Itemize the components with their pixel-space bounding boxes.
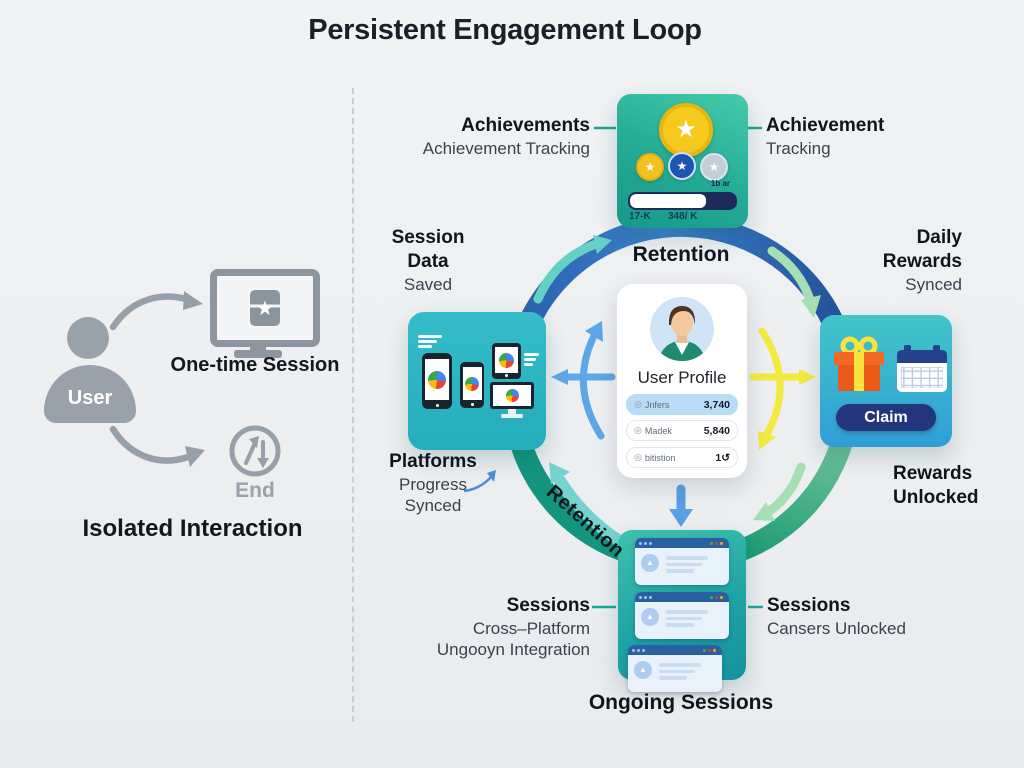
achievements-card: ★ ★ ★ ★ 1b ar 17-K 348/ K (617, 94, 748, 228)
callout-platforms: Platforms Progress Synced (368, 450, 498, 516)
text-line (418, 335, 442, 338)
callout-session-data: Session Data Saved (368, 226, 488, 295)
user-profile-card: User Profile ◎ Jnfers 3,740 ◎ Madek 5,84… (617, 284, 747, 478)
callout-line: Synced (905, 274, 962, 294)
callout-line: Ungooyn Integration (436, 640, 590, 659)
stat-label: bitistion (644, 452, 676, 463)
daily-rewards-card: Claim (820, 315, 952, 447)
callout-achievement-tracking: Achievement Tracking (766, 114, 936, 159)
chevron-up-icon: ▲ (634, 660, 652, 679)
browser-window: ▲ (628, 645, 722, 692)
achievement-stat-left: 17-K (629, 211, 651, 222)
inner-arrow-green-bottomright (753, 462, 806, 521)
ongoing-sessions-label: Ongoing Sessions (588, 691, 774, 714)
callout-line: Rewards (882, 250, 962, 272)
achievement-progress-bar (628, 192, 737, 210)
retention-label: Retention (632, 243, 730, 266)
phone-icon (460, 362, 484, 408)
claim-button[interactable]: Claim (836, 404, 936, 431)
stat-label: Jnfers (644, 399, 670, 410)
callout-line: Platforms (389, 451, 477, 472)
text-line (524, 363, 533, 366)
text-line (418, 340, 437, 343)
app-star-icon: ★ (250, 290, 280, 326)
monitor-device-icon (490, 382, 534, 418)
yellow-curve-arrow (758, 327, 784, 450)
callout-line: Unlocked (893, 486, 979, 508)
text-line (418, 345, 432, 348)
callout-title: Achievements (461, 115, 590, 136)
blue-down-arrow (669, 484, 693, 527)
retention-rotated-label: Retention (541, 480, 629, 563)
chevron-up-icon: ▲ (641, 607, 659, 626)
stat-value: 1↺ (715, 451, 730, 464)
callout-sessions-left: Sessions Cross–Platform Ungooyn Integrat… (340, 594, 590, 660)
calendar-icon (897, 345, 947, 392)
callout-subtitle: Cansers Unlocked (767, 618, 906, 638)
browser-window: ▲ (635, 538, 729, 585)
tablet-icon (492, 343, 521, 379)
callout-line: Data (407, 250, 449, 272)
profile-stat-row: ◎ bitistion 1↺ (626, 447, 738, 468)
gold-star-badge-icon: ★ (659, 103, 713, 157)
blue-curve-arrow (579, 321, 605, 440)
callout-title: Achievement (766, 115, 885, 136)
user-icon-body: User (44, 365, 136, 423)
monitor-stand-base (234, 350, 282, 358)
profile-stat-row: ◎ Jnfers 3,740 (626, 394, 738, 415)
user-to-end-arrow (109, 425, 205, 467)
yellow-right-arrow (749, 369, 816, 385)
chevron-up-icon: ▲ (641, 553, 659, 572)
platforms-card (408, 312, 546, 450)
stat-value: 5,840 (703, 424, 730, 437)
callout-line: Synced (404, 496, 462, 515)
end-label: End (235, 479, 275, 502)
callout-rewards-unlocked: Rewards Unlocked (893, 462, 1023, 510)
ring-icon: ◎ (634, 399, 642, 409)
blue-left-arrow (551, 369, 616, 385)
monitor-stand-neck (250, 340, 266, 350)
stat-label: Madek (644, 425, 672, 436)
user-label: User (67, 386, 113, 409)
progress-caption: 1b ar (710, 179, 730, 188)
small-silver-badge-icon: ★ (700, 153, 728, 181)
stat-value: 3,740 (703, 398, 730, 411)
ring-icon: ◎ (634, 425, 642, 435)
callout-sessions-right: Sessions Cansers Unlocked (767, 594, 947, 639)
small-blue-badge-icon: ★ (668, 152, 696, 180)
callout-line: Session (391, 227, 465, 248)
section-divider (352, 88, 354, 722)
callout-title: Sessions (506, 595, 590, 616)
callout-title: Sessions (767, 595, 851, 616)
callout-line: Rewards (893, 463, 973, 484)
callout-achievements: Achievements Achievement Tracking (370, 114, 590, 159)
user-icon (67, 317, 109, 359)
callout-subtitle: Achievement Tracking (422, 138, 590, 158)
gift-icon (834, 336, 884, 391)
achievement-stat-right: 348/ K (668, 211, 698, 222)
text-line (524, 358, 536, 361)
page-title: Persistent Engagement Loop (308, 14, 702, 46)
profile-stat-row: ◎ Madek 5,840 (626, 420, 738, 441)
one-time-session-label: One-time Session (170, 354, 340, 376)
callout-line: Progress (398, 474, 468, 494)
profile-title: User Profile (637, 368, 727, 387)
browser-window: ▲ (635, 592, 729, 639)
small-gold-badge-icon: ★ (636, 153, 664, 181)
progress-fill (630, 194, 706, 208)
end-session-icon (229, 425, 281, 477)
avatar (650, 297, 714, 361)
callout-subtitle: Tracking (766, 138, 831, 158)
ring-icon: ◎ (634, 452, 642, 462)
phone-icon (422, 353, 452, 409)
monitor-icon: ★ (210, 269, 320, 347)
callout-line: Saved (403, 274, 453, 294)
text-line (524, 353, 539, 356)
callout-line: Cross–Platform (472, 618, 590, 638)
callout-daily-rewards: Daily Rewards Synced (792, 226, 962, 295)
callout-line: Daily (916, 227, 962, 248)
isolated-interaction-heading: Isolated Interaction (82, 515, 303, 542)
user-to-session-arrow (109, 291, 203, 331)
ongoing-sessions-card: ▲ ▲ ▲ (618, 530, 746, 692)
